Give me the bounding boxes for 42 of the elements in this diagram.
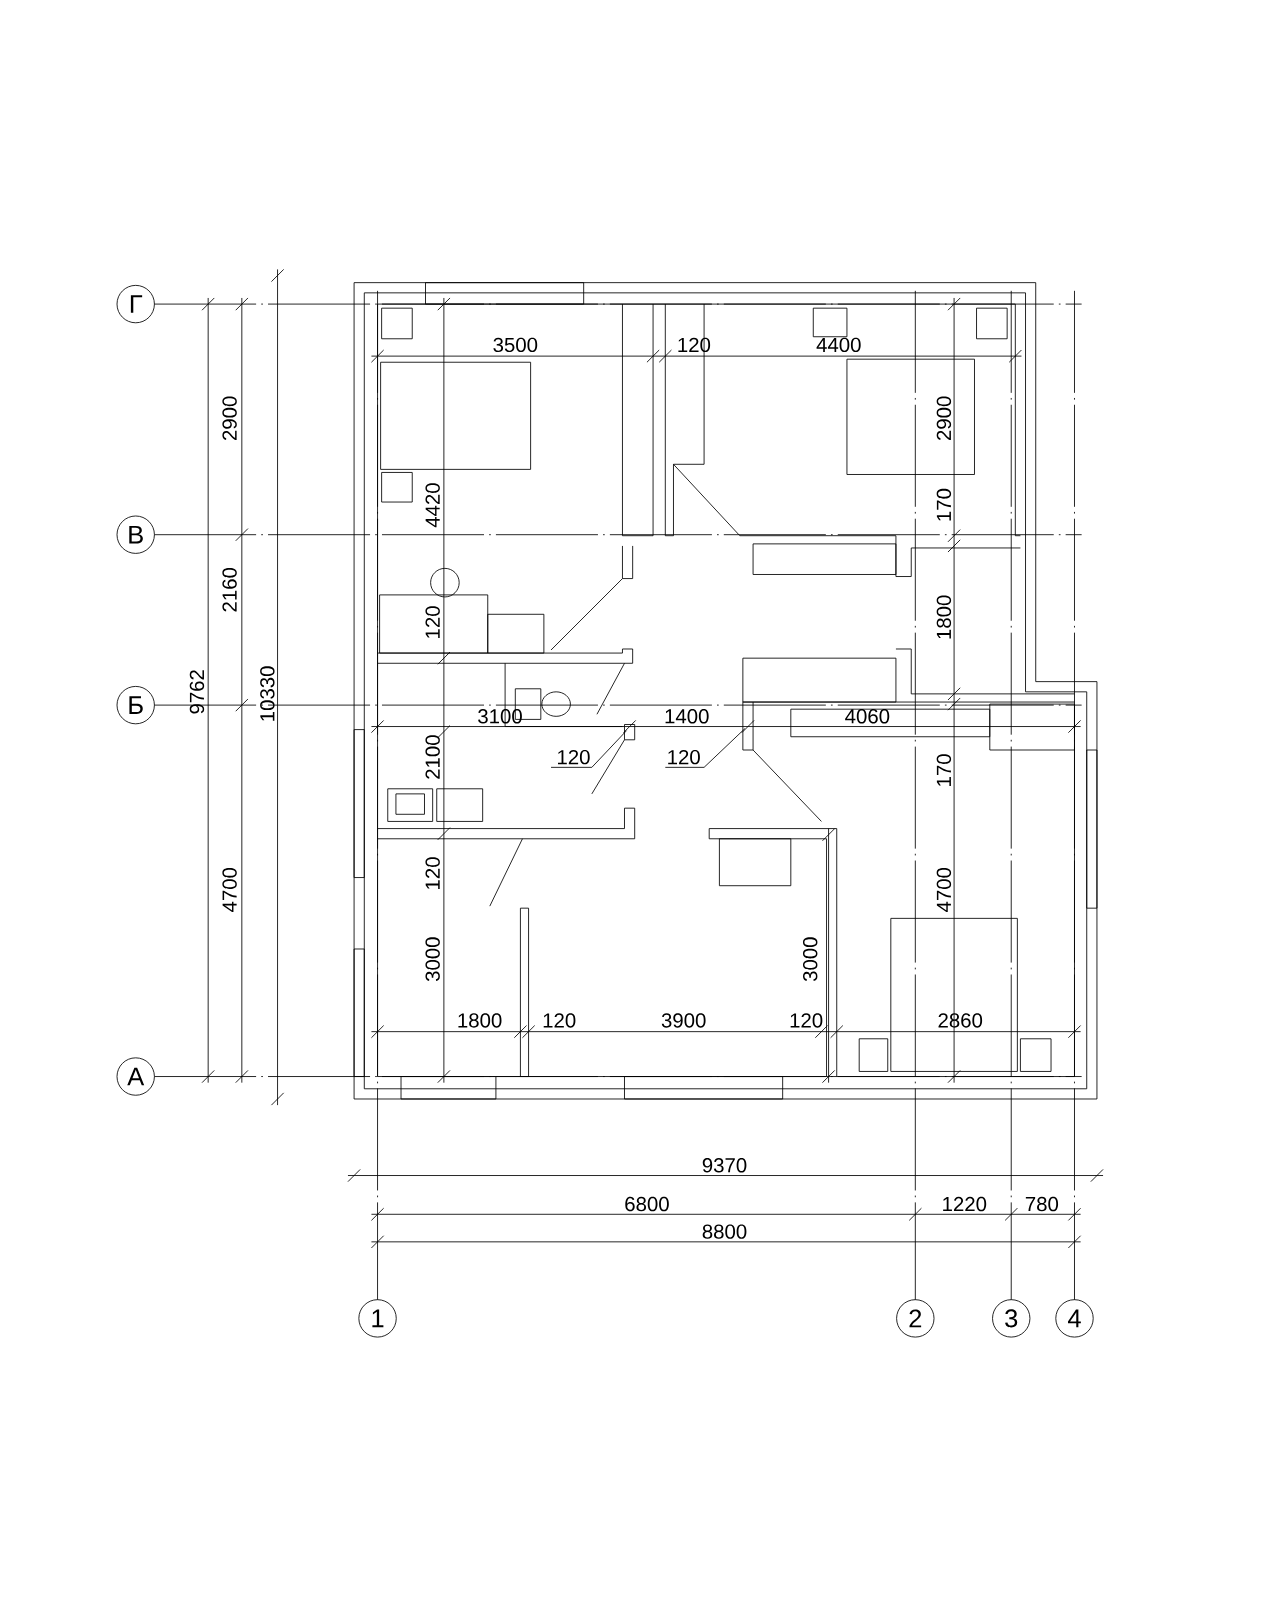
dimension-text: 1220 xyxy=(943,1196,987,1212)
grid-bubble: А xyxy=(116,1057,156,1096)
dimension-text: 2900 xyxy=(222,396,237,441)
dimension-text: 6800 xyxy=(625,1196,670,1212)
dimension-text: 10330 xyxy=(260,666,275,721)
dimension-text: 120 xyxy=(558,749,590,765)
grid-bubble: Б xyxy=(116,685,156,725)
dimension-text: 120 xyxy=(790,1013,823,1028)
grid-bubble: Г xyxy=(116,284,156,324)
dimension-text: 3500 xyxy=(493,337,538,353)
dimension-text: 780 xyxy=(1026,1196,1059,1212)
dimension-text: 2900 xyxy=(936,396,952,441)
dimension-text: 1800 xyxy=(936,595,952,639)
dimension-text: 4700 xyxy=(222,867,237,912)
dimension-text: 1400 xyxy=(665,709,709,724)
dimension-text: 120 xyxy=(678,337,711,353)
grid-bubble: 2 xyxy=(896,1299,935,1338)
dimension-text: 4060 xyxy=(845,709,890,724)
dimension-text: 9370 xyxy=(702,1158,747,1173)
dimension-text: 2160 xyxy=(222,567,237,612)
dimension-text: 120 xyxy=(425,857,441,889)
dimension-text: 120 xyxy=(543,1013,576,1028)
dimension-text: 1800 xyxy=(458,1013,502,1028)
grid-bubble: 4 xyxy=(1055,1299,1094,1338)
dimension-text: 4700 xyxy=(936,867,952,912)
dimension-text: 3100 xyxy=(478,709,523,724)
dimension-text: 3900 xyxy=(661,1013,706,1028)
dimension-text: 4400 xyxy=(816,337,861,353)
dimension-text: 3000 xyxy=(803,937,818,982)
dimension-text: 9762 xyxy=(189,670,205,714)
dimension-text: 170 xyxy=(936,488,952,521)
dimension-text: 120 xyxy=(668,749,701,765)
grid-bubble: В xyxy=(116,515,156,554)
grid-bubble: 1 xyxy=(358,1299,397,1338)
dimension-text: 3000 xyxy=(425,937,441,982)
dimension-text: 2100 xyxy=(425,735,441,779)
dimension-text: 2860 xyxy=(938,1013,983,1028)
dimension-text: 4420 xyxy=(425,483,441,528)
dimension-text: 170 xyxy=(936,754,952,786)
grid-bubble: 3 xyxy=(992,1299,1031,1338)
dimension-text: 120 xyxy=(425,606,441,638)
dimension-text: 8800 xyxy=(702,1224,747,1239)
